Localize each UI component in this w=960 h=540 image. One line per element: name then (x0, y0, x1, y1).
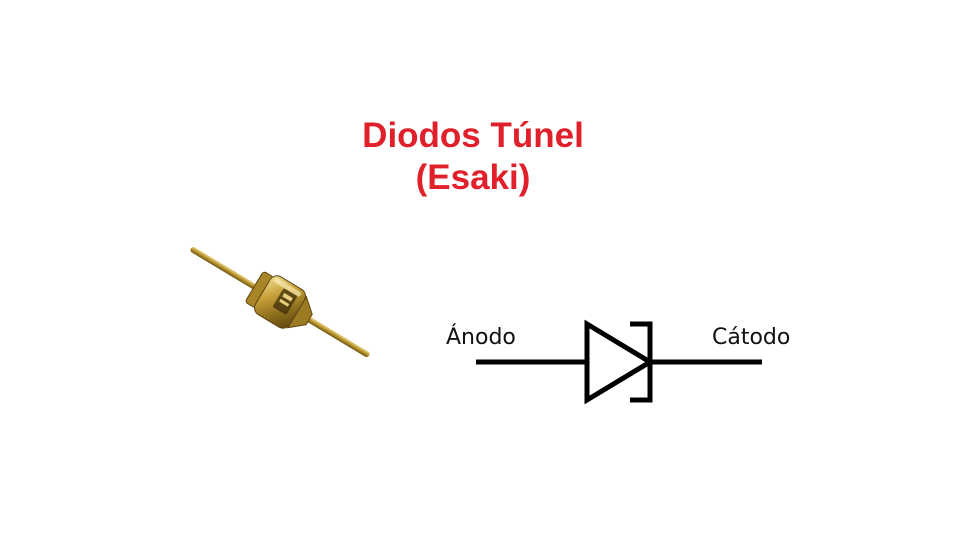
tunnel-diode-symbol-icon (476, 319, 762, 405)
title-line-1: Diodos Túnel (362, 116, 584, 155)
title-line-2: (Esaki) (415, 158, 531, 197)
diode-triangle (584, 319, 655, 405)
anode-label: Ánodo (446, 325, 516, 350)
cathode-label: Cátodo (712, 325, 791, 350)
tunnel-diode-component-photo-icon (190, 246, 370, 358)
